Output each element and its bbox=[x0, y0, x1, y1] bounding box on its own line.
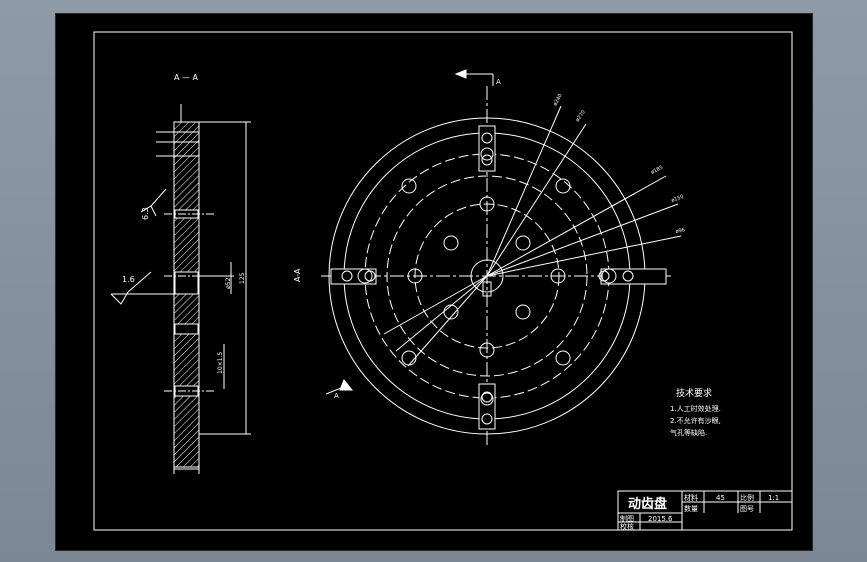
title-block bbox=[617, 490, 793, 531]
inner-frame bbox=[93, 31, 793, 531]
plan-view bbox=[321, 69, 682, 446]
cad-drawing: A — A 6.3 1.6 12 bbox=[93, 31, 793, 531]
section-label: A — A bbox=[174, 73, 199, 82]
date-value: 2015.6 bbox=[648, 515, 673, 523]
dim-radial-5: ø96 bbox=[675, 227, 685, 235]
tech-requirements: 技术要求 1.人工时效处理. 2.不允许有沙眼, 气孔等缺陷. bbox=[670, 387, 721, 437]
dim-bore: ø52 bbox=[225, 278, 232, 289]
view-label: A-A bbox=[293, 268, 302, 282]
dim-radial-2: ø270 bbox=[575, 109, 587, 123]
tech-item-3: 气孔等缺陷. bbox=[670, 428, 707, 437]
drawing-no-label: 图号 bbox=[740, 505, 754, 513]
drawing-sheet: A — A 6.3 1.6 12 bbox=[55, 13, 813, 551]
material-label: 材料 bbox=[684, 493, 698, 502]
tech-item-1: 1.人工时效处理. bbox=[670, 404, 721, 413]
dim-height: 125 bbox=[239, 272, 246, 284]
scale-label: 比例 bbox=[740, 493, 754, 502]
tech-title: 技术要求 bbox=[676, 387, 712, 399]
quantity-label: 数量 bbox=[684, 504, 698, 513]
drawn-label: 制图 bbox=[620, 514, 634, 523]
dim-radial-3: ø185 bbox=[650, 165, 664, 176]
arrow-label-bottom: A bbox=[334, 392, 339, 400]
section-view: A — A bbox=[110, 73, 251, 474]
roughness-lower: 1.6 bbox=[122, 275, 135, 284]
arrow-label-top: A bbox=[496, 78, 501, 86]
checked-label: 校核 bbox=[620, 522, 634, 531]
material-value: 45 bbox=[716, 494, 725, 502]
scale-value: 1:1 bbox=[768, 494, 779, 502]
dim-thread: 10×1.5 bbox=[217, 352, 224, 374]
part-name: 动齿盘 bbox=[628, 496, 667, 512]
roughness-upper: 6.3 bbox=[141, 207, 150, 220]
dim-radial-4: ø150 bbox=[671, 194, 685, 204]
dim-radial-1: ø240 bbox=[552, 93, 563, 107]
hub-bore bbox=[470, 259, 504, 293]
tech-item-2: 2.不允许有沙眼, bbox=[670, 416, 721, 425]
